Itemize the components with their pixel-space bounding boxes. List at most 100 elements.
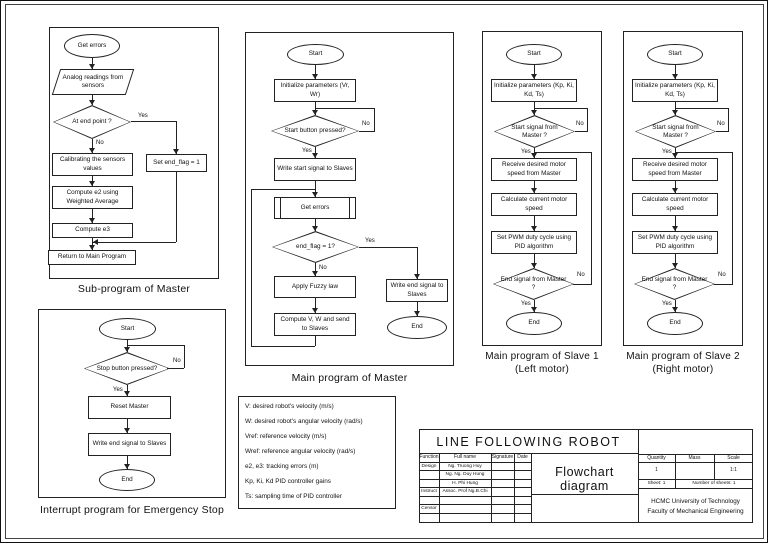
- title-block-line: [714, 454, 715, 479]
- terminator-get-errors: Get errors: [64, 34, 120, 58]
- arrowhead-down: [414, 274, 420, 279]
- arrowhead-down: [124, 428, 130, 433]
- flow-line: [359, 131, 375, 132]
- no-label: No: [576, 121, 584, 127]
- flow-line: [587, 108, 588, 131]
- organization-line2: Faculty of Mechanical Engineering: [647, 508, 744, 515]
- arrowhead-down: [672, 110, 678, 115]
- node-label: Return to Main Program: [57, 253, 127, 261]
- flow-line: [127, 419, 128, 433]
- row-name: Ng. Ng. Duy Hung: [445, 472, 485, 477]
- arrowhead-down: [672, 263, 678, 268]
- yes-label: Yes: [113, 387, 123, 393]
- node-label: Analog readings from sensors: [62, 73, 124, 89]
- no-label: No: [96, 140, 104, 146]
- node-label: End signal from Master ?: [500, 276, 567, 291]
- io-analog-readings: Analog readings from sensors: [51, 69, 135, 95]
- flow-line: [131, 121, 177, 122]
- title-block-line: [531, 494, 638, 495]
- subprogram-master-frame: [49, 27, 219, 279]
- arrowhead-down: [531, 110, 537, 115]
- terminator-end: End: [506, 312, 562, 335]
- flow-line: [315, 147, 316, 158]
- yes-label: Yes: [138, 113, 148, 119]
- col-date: Date: [517, 454, 528, 460]
- process-set-pwm: Set PWM duty cycle using PID algorithm: [491, 231, 577, 254]
- process-compute-e3: Compute e3: [52, 223, 133, 238]
- flow-line: [184, 345, 185, 368]
- flow-line: [675, 108, 729, 109]
- flow-line: [359, 247, 417, 248]
- node-label: Write end signal to Slaves: [390, 282, 444, 298]
- slave2-subcaption: (Right motor): [652, 364, 714, 375]
- node-label: Compute e3: [75, 226, 110, 234]
- process-reset-master: Reset Master: [88, 396, 171, 419]
- flow-line: [127, 345, 184, 346]
- decision-start-signal: Start signal from Master ?: [494, 115, 575, 148]
- arrowhead-down: [124, 391, 130, 396]
- process-set-pwm: Set PWM duty cycle using PID algorithm: [632, 231, 718, 254]
- arrowhead-down: [672, 307, 678, 312]
- yes-label: Yes: [662, 149, 672, 155]
- process-init-slave1: Initialize parameters (Kp, Ki, Kd, Ts): [491, 79, 577, 102]
- title-block-line: [419, 496, 531, 497]
- arrowhead-down: [173, 149, 179, 154]
- arrowhead-down: [312, 192, 318, 197]
- arrowhead-down: [89, 64, 95, 69]
- flow-line: [417, 302, 418, 316]
- node-label: Stop button pressed?: [96, 364, 158, 372]
- node-label: Set PWM duty cycle using PID algorithm: [496, 234, 572, 250]
- legend-line: e2, e3: tracking errors (m): [245, 463, 319, 470]
- arrowhead-down: [312, 153, 318, 158]
- flow-line: [315, 219, 316, 231]
- flow-line: [251, 346, 315, 347]
- process-write-end-signal: Write end signal to Slaves: [386, 279, 448, 302]
- flow-line: [534, 152, 592, 153]
- decision-stop-button: Stop button pressed?: [84, 352, 170, 385]
- scale-value: 1:1: [730, 467, 737, 473]
- slave2-frame: [623, 31, 743, 346]
- title-block-line: [514, 453, 515, 523]
- process-receive-speed: Receive desired motor speed from Master: [491, 158, 577, 181]
- terminator-end: End: [99, 469, 155, 491]
- title-block-line: [419, 504, 531, 505]
- process-write-end-signal: Write end signal to Slaves: [88, 433, 171, 456]
- title-block-line: [675, 454, 676, 488]
- arrowhead-down: [531, 74, 537, 79]
- process-apply-fuzzy: Apply Fuzzy law: [274, 276, 356, 298]
- main-master-frame: [245, 32, 454, 366]
- title-block-line: [439, 453, 440, 523]
- flow-line: [417, 247, 418, 279]
- flow-line: [251, 189, 252, 346]
- flow-line: [591, 152, 592, 284]
- legend-line: Vref: reference velocity (m/s): [245, 433, 327, 440]
- decision-start-signal: Start signal from Master ?: [635, 115, 716, 148]
- row-name: Assoc. Prof Ng.B.Chi: [442, 489, 488, 494]
- subroutine-get-errors: Get errors: [274, 197, 356, 219]
- title-block-frame: [419, 429, 753, 523]
- title-block-line: [419, 479, 531, 480]
- title-block-line: [419, 487, 531, 488]
- project-title: LINE FOLLOWING ROBOT: [436, 435, 621, 449]
- quantity-label: Quantity: [647, 455, 666, 461]
- no-label: No: [718, 272, 726, 278]
- flow-line: [534, 181, 535, 193]
- flow-line: [315, 298, 316, 313]
- flow-line: [127, 385, 128, 396]
- node-label: Initialize parameters (Kp, Ki, Kd, Ts): [494, 82, 574, 98]
- arrowhead-down: [312, 308, 318, 313]
- flow-line: [534, 216, 535, 231]
- yes-label: Yes: [365, 238, 375, 244]
- flow-line: [534, 65, 535, 79]
- title-block-line: [419, 462, 531, 463]
- arrowhead-down: [124, 464, 130, 469]
- interrupt-frame: [38, 309, 226, 498]
- node-label: End: [121, 475, 133, 483]
- decision-end-signal: End signal from Master ?: [634, 268, 715, 300]
- row-name: Ng. Truong Huy: [448, 464, 482, 469]
- decision-start-button: Start button pressed?: [271, 115, 359, 147]
- mass-label: Mass: [688, 455, 701, 461]
- node-label: Start button pressed?: [284, 127, 346, 134]
- sheets-label: Number of sheets: 1: [692, 481, 736, 486]
- node-label: End: [669, 319, 681, 327]
